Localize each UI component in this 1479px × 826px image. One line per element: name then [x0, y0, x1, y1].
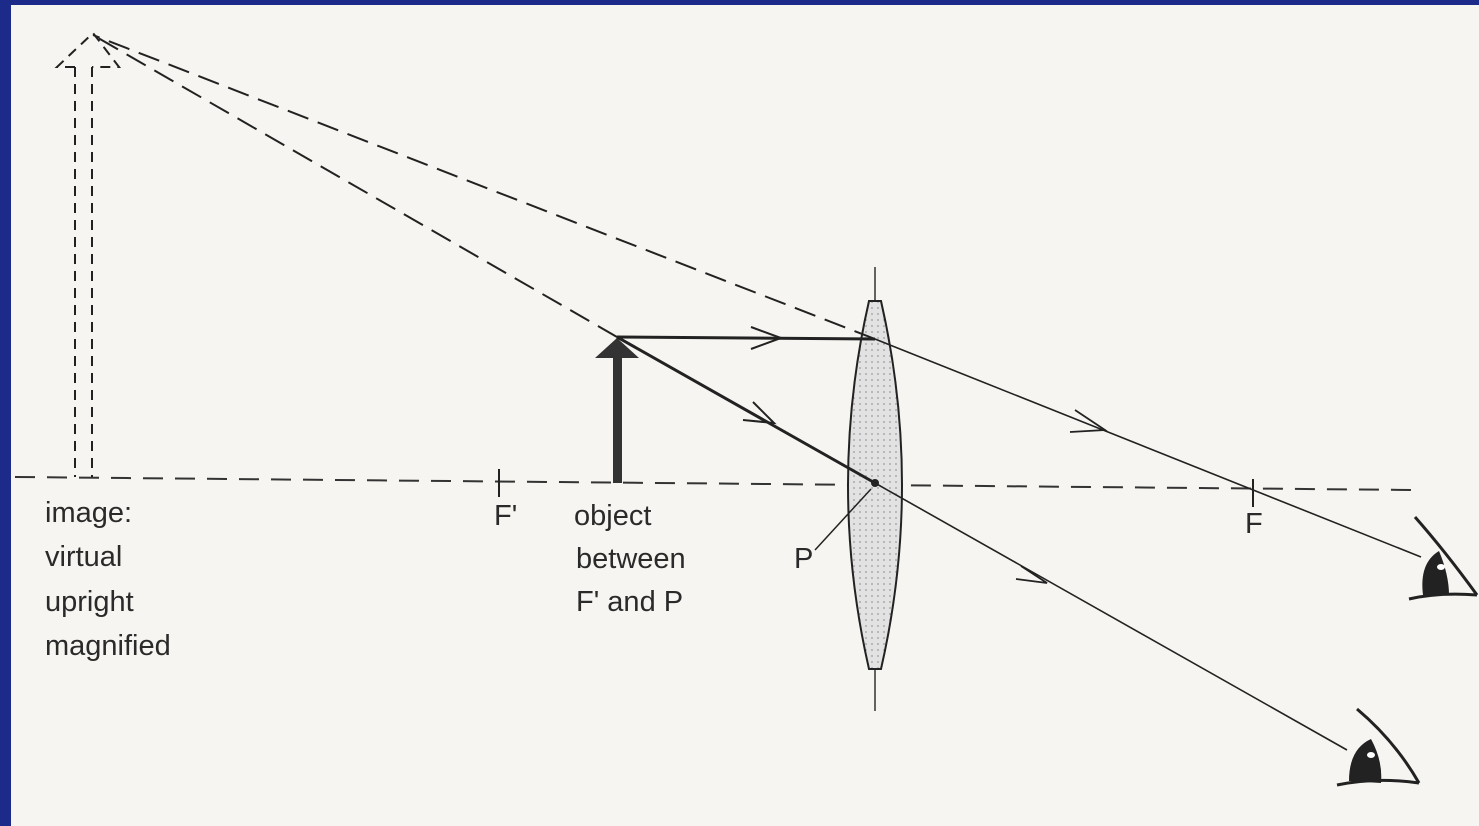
center-label: P [794, 543, 814, 575]
image-label-line-2: virtual [45, 541, 123, 573]
eye-icon [1336, 707, 1421, 787]
center-leader-line [814, 488, 872, 551]
image-label-line-1: image: [45, 497, 133, 529]
object-label-line-1: object [574, 500, 652, 532]
diagram-frame: image: virtual upright magnified F' obje… [11, 5, 1479, 826]
ray-through-center [616, 335, 876, 485]
eye-icon [1408, 516, 1479, 601]
lens-ray-diagram [14, 31, 1479, 787]
object-label-line-2: between [576, 543, 686, 575]
focal-left-label: F' [494, 500, 518, 532]
virtual-ray-extension [92, 34, 618, 338]
ray-arrowhead [1015, 565, 1048, 584]
image-label-line-3: upright [45, 586, 134, 618]
ray-parallel [616, 335, 876, 341]
image-label-line-4: magnified [45, 630, 171, 662]
object-label-line-3: F' and P [576, 586, 684, 618]
optical-center-dot [871, 479, 879, 487]
ray-arrowhead [750, 326, 784, 350]
virtual-image-arrow [54, 31, 122, 477]
focal-right-label: F [1245, 508, 1263, 540]
ray-arrowhead [742, 401, 777, 425]
object-arrow-head [595, 338, 639, 358]
ray-refracted-through-f [874, 338, 1422, 558]
virtual-ray-extension [92, 34, 876, 340]
object-arrow-shaft [613, 357, 622, 483]
ray-arrowhead [1069, 409, 1108, 433]
ray-through-center-continued [874, 482, 1348, 751]
optical-axis [14, 476, 1414, 491]
